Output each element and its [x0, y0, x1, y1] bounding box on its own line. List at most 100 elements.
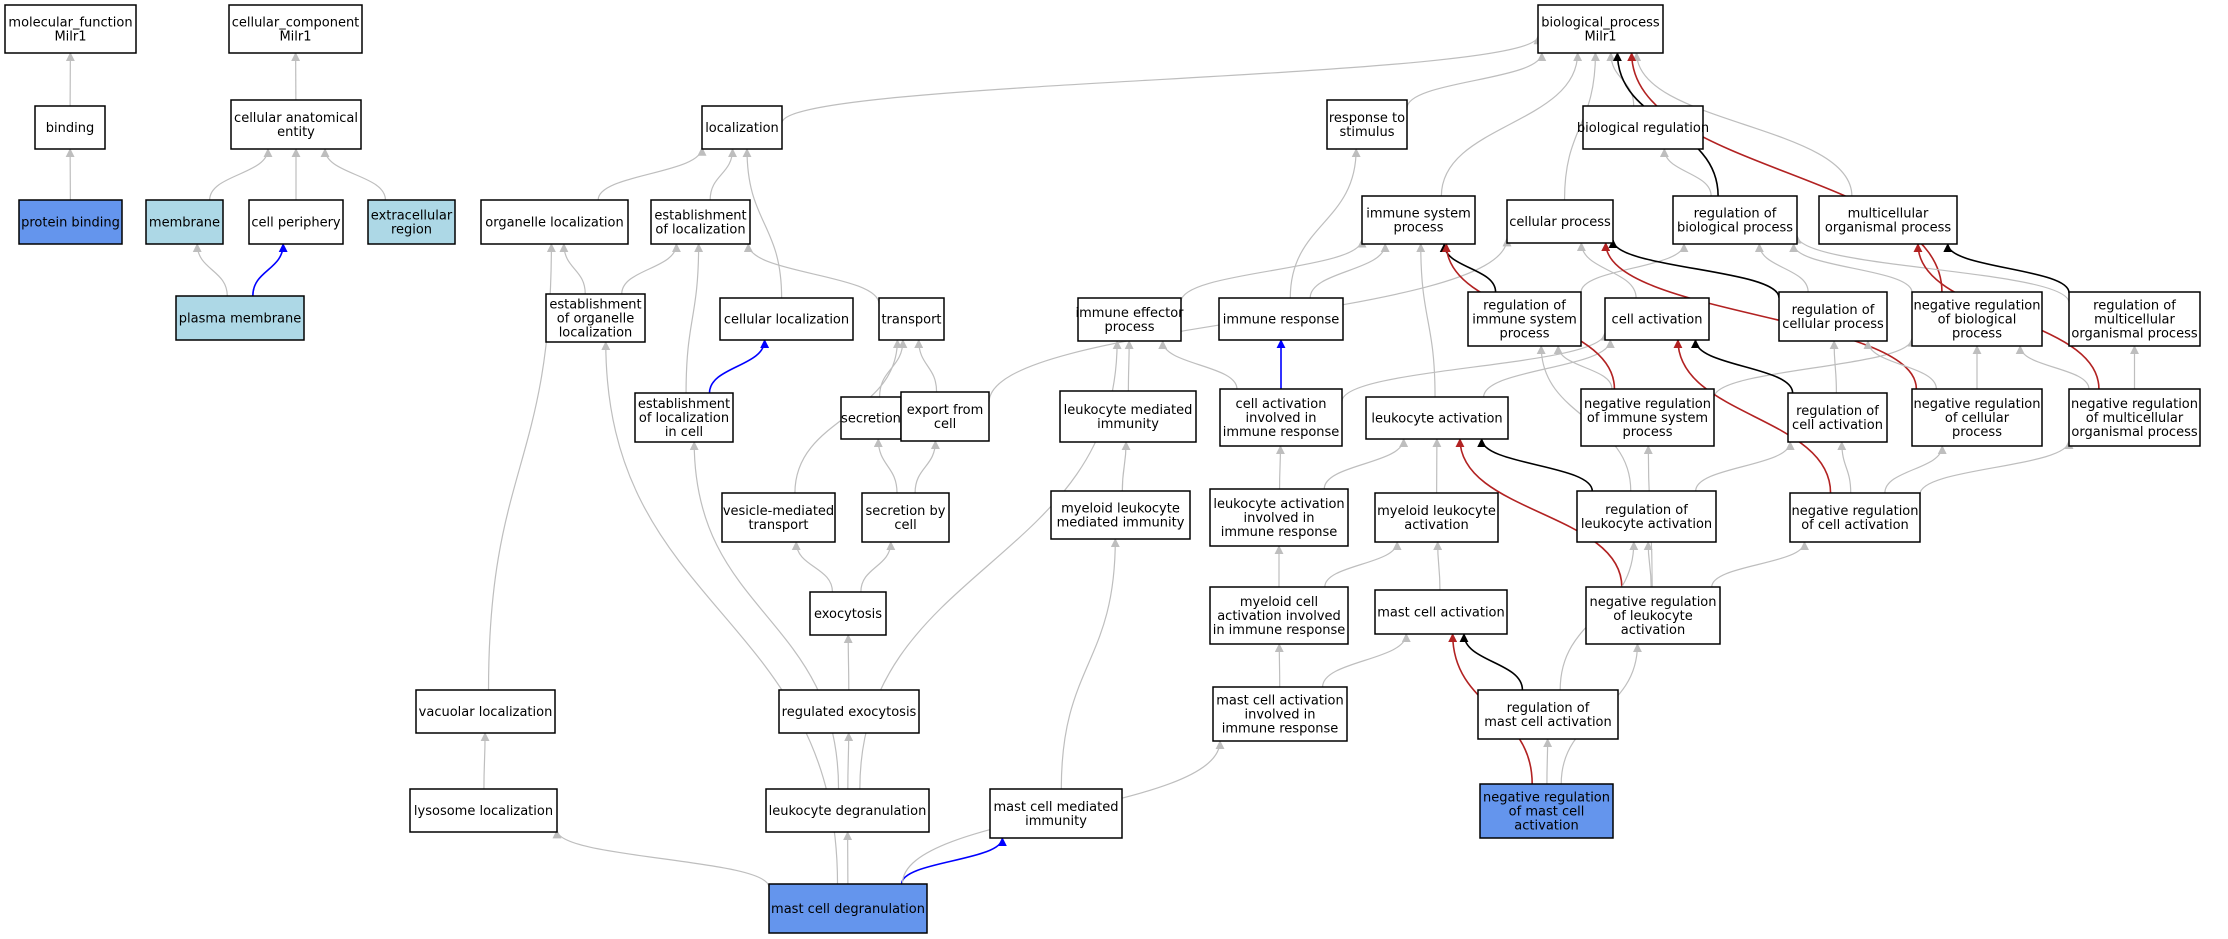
go-term-node-exocytosis[interactable]: exocytosis	[809, 591, 887, 636]
edge-is-a	[1792, 234, 2070, 303]
node-box	[2068, 291, 2201, 347]
edge-is-a	[1309, 243, 1390, 299]
edge-is-a	[1632, 52, 1853, 197]
go-term-node-mc-degran[interactable]: mast cell degranulation	[768, 883, 928, 934]
go-term-node-plasma-membrane[interactable]: plasma membrane	[175, 295, 305, 341]
go-term-node-cell-periphery[interactable]: cell periphery	[248, 199, 344, 245]
go-term-node-cellular-loc[interactable]: cellular localization	[719, 297, 854, 341]
go-term-node-binding[interactable]: binding	[34, 105, 106, 150]
node-label: transport	[881, 313, 941, 328]
go-term-node-protein-binding[interactable]: protein binding	[18, 199, 123, 245]
go-term-node-regulated-exo[interactable]: regulated exocytosis	[778, 689, 920, 734]
edge-is-a	[1884, 445, 1947, 494]
edge-is-a	[1060, 538, 1120, 790]
node-label: cell periphery	[251, 216, 341, 231]
node-box	[1477, 689, 1619, 740]
go-term-node-membrane[interactable]: membrane	[145, 199, 224, 245]
go-term-node-mc-act[interactable]: mast cell activation	[1374, 589, 1508, 635]
go-term-node-leuk-degran[interactable]: leukocyte degranulation	[765, 788, 930, 833]
node-box	[1209, 488, 1349, 547]
node-box	[1479, 783, 1614, 839]
go-term-node-leuk-act[interactable]: leukocyte activation	[1365, 396, 1509, 440]
go-term-node-cell-act[interactable]: cell activation	[1604, 297, 1710, 341]
edge-is-a	[1837, 441, 1852, 494]
node-label: organelle localization	[485, 216, 623, 231]
edge-is-a	[1433, 541, 1443, 591]
node-box	[1576, 490, 1717, 543]
edge-is-a	[1580, 243, 1689, 293]
node-box	[878, 297, 945, 341]
go-term-node-vacuolar-loc[interactable]: vacuolar localization	[415, 689, 556, 734]
edge-is-a	[1553, 345, 1613, 390]
node-label: membrane	[149, 216, 220, 231]
go-term-node-lysosome-loc[interactable]: lysosome localization	[409, 788, 558, 833]
node-box	[1911, 388, 2043, 447]
node-box	[1365, 396, 1509, 440]
node-box	[1219, 388, 1343, 447]
go-term-node-imm-response[interactable]: immune response	[1218, 297, 1344, 341]
node-box	[1209, 586, 1349, 645]
node-box	[1582, 105, 1704, 150]
edge-is-a	[1323, 438, 1409, 490]
edge-is-a	[860, 541, 896, 593]
go-term-node-transport[interactable]: transport	[878, 297, 945, 341]
node-box	[1672, 195, 1798, 245]
node-label: immune response	[1223, 313, 1340, 328]
node-box	[367, 199, 456, 245]
edge-regulates	[1691, 339, 1794, 394]
go-term-node-organelle-loc[interactable]: organelle localization	[480, 199, 629, 245]
go-term-node-secretion[interactable]: secretion	[840, 396, 902, 440]
node-box	[1580, 388, 1715, 447]
edge-is-a	[1754, 243, 1809, 293]
edge-is-a	[1659, 148, 1712, 197]
go-term-node-bio-reg[interactable]: biological regulation	[1577, 105, 1709, 150]
go-term-node-localization[interactable]: localization	[701, 105, 783, 150]
go-term-node-cellular-proc[interactable]: cellular process	[1506, 199, 1614, 244]
edge-part-of	[252, 243, 288, 297]
node-box	[4, 4, 137, 54]
node-box	[721, 492, 836, 543]
